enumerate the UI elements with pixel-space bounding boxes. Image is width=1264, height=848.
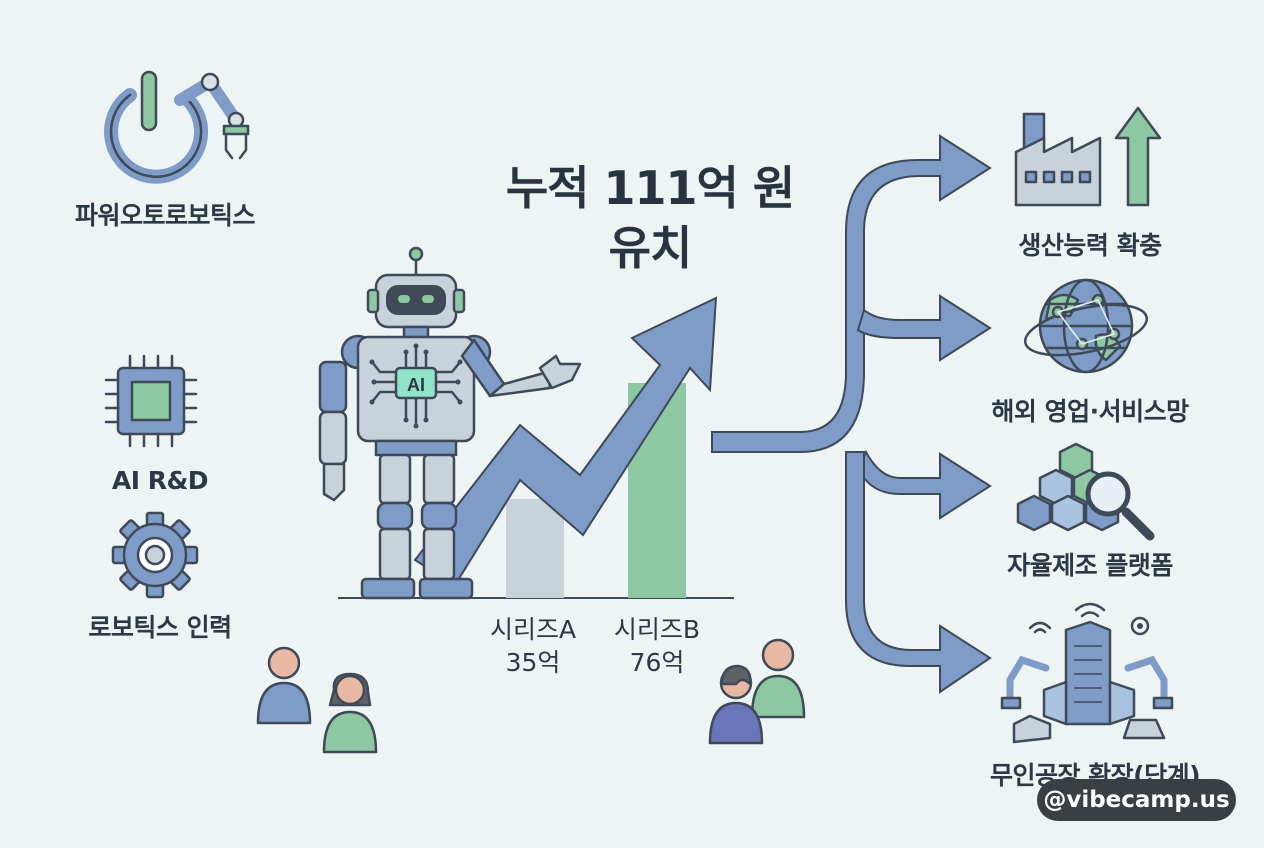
right-item-label-capacity: 생산능력 확충 (1018, 231, 1162, 260)
bar-label-series-a: 시리즈A 35억 (478, 613, 588, 679)
people-left-icon (256, 646, 378, 754)
globe-network-icon (1023, 278, 1149, 374)
factory-growth-icon (1014, 106, 1162, 207)
smart-factory-icon (1000, 602, 1174, 744)
growth-arrow (413, 296, 718, 587)
bar-category-series-a: 시리즈A (489, 615, 577, 644)
people-right-icon (708, 638, 806, 745)
chip-icon (104, 354, 198, 448)
bar-label-series-b: 시리즈B 76억 (602, 613, 712, 679)
branch-arrows (711, 134, 992, 694)
cubes-magnifier-icon (1016, 442, 1155, 541)
robot-chest-label: AI (407, 375, 425, 395)
left-item-label-robotics-talent: 로보틱스 인력 (88, 613, 232, 642)
left-item-label-power-auto: 파워오토로보틱스 (74, 201, 256, 230)
bar-series-a (506, 498, 564, 598)
left-item-label-ai-rnd: AI R&D (111, 466, 209, 495)
watermark-badge: @vibecamp.us (1037, 779, 1236, 821)
bar-value-series-a: 35억 (505, 648, 561, 677)
headline: 누적 111억 원 유치 (490, 158, 810, 278)
power-robot-arm-icon (104, 70, 250, 184)
bar-value-series-b: 76억 (629, 648, 685, 677)
gear-icon (111, 511, 199, 599)
robot-illustration: AI (318, 246, 582, 600)
headline-line2: 유치 (608, 221, 693, 275)
right-item-label-global-sales: 해외 영업·서비스망 (991, 397, 1189, 426)
bar-category-series-b: 시리즈B (613, 615, 701, 644)
headline-line1: 누적 111억 원 (505, 161, 795, 215)
right-item-label-autonomous-platform: 자율제조 플랫폼 (1007, 551, 1173, 580)
